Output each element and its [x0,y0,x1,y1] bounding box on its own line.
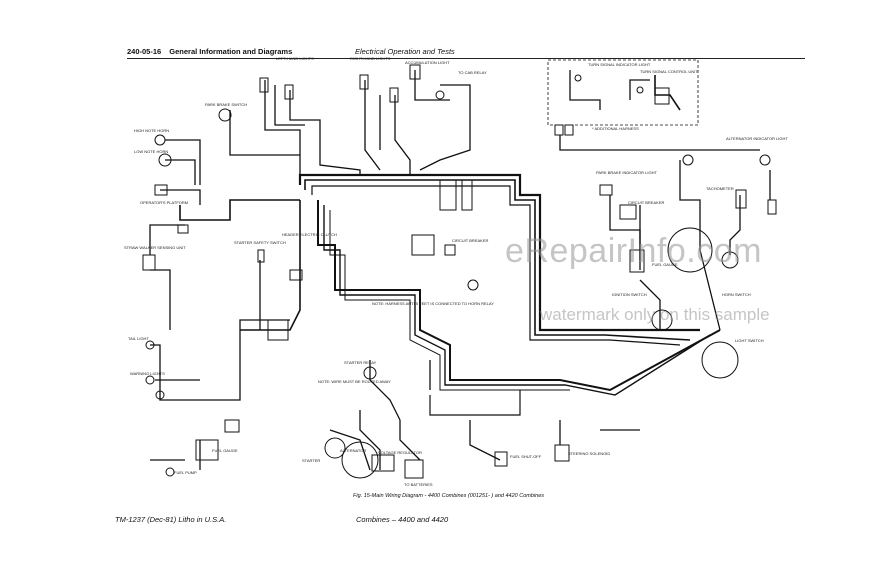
label-operator-platform: OPERATOR'S PLATFORM [140,200,188,205]
page-header-center: Electrical Operation and Tests [355,47,455,56]
label-voltage-regulator: VOLTAGE REGULATOR [378,450,422,455]
page-footer-center: Combines – 4400 and 4420 [356,515,449,524]
label-fuel-gauge: FUEL GAUGE [212,448,238,453]
label-low-note-horn: LOW NOTE HORN [134,149,168,154]
label-starter: STARTER [302,458,320,463]
label-starter-relay: STARTER RELAY [344,360,377,365]
section-title: General Information and Diagrams [169,47,293,56]
watermark-large: eRepairInfo.com [505,232,762,270]
label-horn-switch: HORN SWITCH [722,292,751,297]
header-rule [127,58,805,59]
label-light-switch: LIGHT SWITCH [735,338,764,343]
label-fuel-shutoff: FUEL SHUT-OFF [510,454,542,459]
label-dimmer-note: NOTE: HARNESS ANTI 5 FEET IS CONNECTED T… [372,301,494,306]
label-straw-walker: STRAW WALKER SENSING UNIT [124,245,186,250]
label-plug-note: NOTE: WIRE MUST BE ROUTED AWAY [318,379,391,384]
label-tachometer: TACHOMETER [706,186,734,191]
label-starter-safety: STARTER SAFETY SWITCH [234,240,286,245]
label-fuel-gauge-dash: FUEL GAUGE [652,262,678,267]
label-circuit-breaker-2: CIRCUIT BREAKER [628,200,664,205]
label-tail-light: TAIL LIGHT [128,336,149,341]
label-high-note-horn: HIGH NOTE HORN [134,128,169,133]
label-ignition-switch: IGNITION SWITCH [612,292,647,297]
label-header-electric: HEADER ELECTRIC CLUTCH [282,232,337,237]
label-alternator-indicator: ALTERNATOR INDICATOR LIGHT [726,136,788,141]
label-circuit-breaker: CIRCUIT BREAKER [452,238,488,243]
label-right-hand-lights: RIGHT-HAND LIGHTS [350,56,391,61]
label-park-brake-switch: PARK BRAKE SWITCH [205,102,247,107]
section-number: 240-05-16 [127,47,162,56]
label-left-hand-lights: LEFT-HAND LIGHTS [276,56,314,61]
watermark-small: watermark only on this sample [540,305,770,324]
label-additional-harness: * ADDITIONAL HARNESS [592,126,639,131]
figure-caption: Fig. 15-Main Wiring Diagram - 4400 Combi… [353,493,545,499]
label-alternator: ALTERNATOR [340,448,366,453]
page-header-left: 240-05-16 General Information and Diagra… [127,47,292,56]
label-warning-lights: WARNING LIGHTS [130,371,165,376]
label-steering-solenoid: STEERING SOLENOID [568,451,610,456]
label-to-cab-relay: TO CAB RELAY [458,70,487,75]
label-turn-signal-control: TURN SIGNAL CONTROL UNIT [640,69,698,74]
label-turn-signal-indicator: TURN SIGNAL INDICATOR LIGHT [588,62,651,67]
page-footer-left: TM-1237 (Dec-81) Litho in U.S.A. [115,515,227,524]
label-fuel-pump: FUEL PUMP [174,470,197,475]
label-accumulation-light: ACCUMULATION LIGHT [405,60,450,65]
label-to-batteries: TO BATTERIES [404,482,433,487]
label-park-brake-indicator: PARK BRAKE INDICATOR LIGHT [596,170,657,175]
